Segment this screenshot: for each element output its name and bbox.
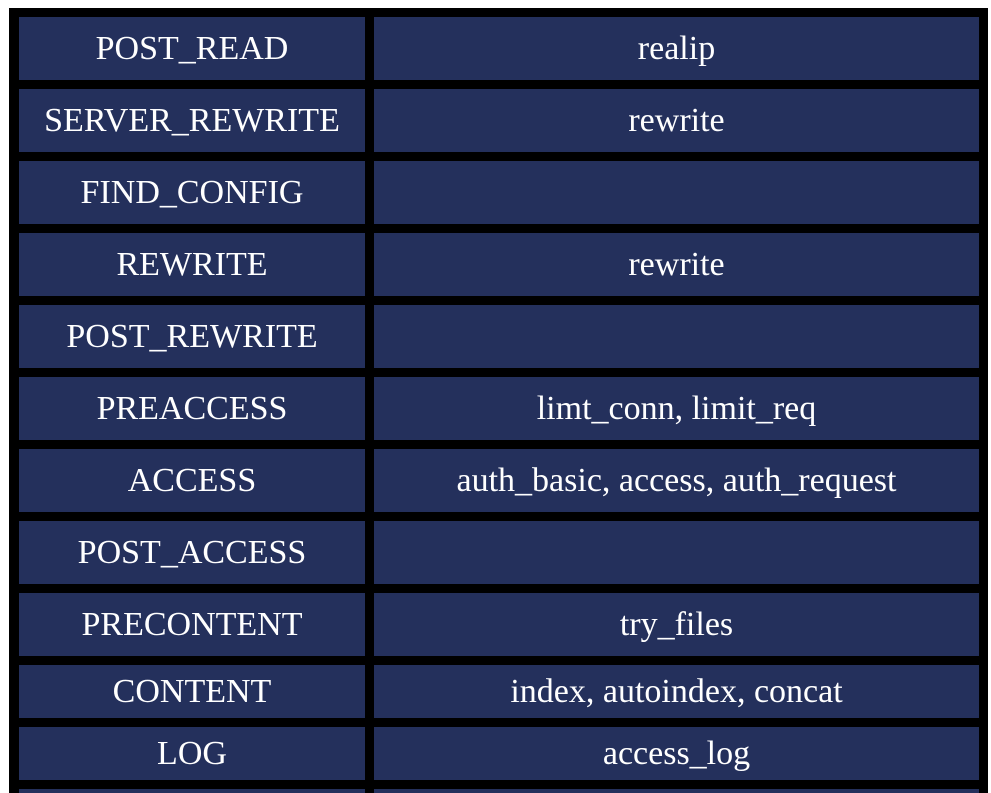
modules-cell: index, autoindex, concat [374,665,979,718]
column-divider [365,17,374,80]
column-divider [365,305,374,368]
modules-cell: realip [374,17,979,80]
modules-cell: rewrite [374,233,979,296]
phase-name-cell [19,789,365,793]
modules-cell [374,161,979,224]
table-row: FIND_CONFIG [9,152,988,224]
phase-name-cell: POST_READ [19,17,365,80]
phase-name-cell: PRECONTENT [19,593,365,656]
table-row: POST_ACCESS [9,512,988,584]
modules-cell: access_log [374,727,979,780]
phase-name-cell: FIND_CONFIG [19,161,365,224]
modules-cell: rewrite [374,89,979,152]
column-divider [365,593,374,656]
phase-name-cell: POST_REWRITE [19,305,365,368]
column-divider [365,727,374,780]
phase-name-cell: PREACCESS [19,377,365,440]
column-divider [365,161,374,224]
column-divider [365,789,374,793]
modules-cell: try_files [374,593,979,656]
modules-cell [374,521,979,584]
modules-cell [374,789,979,793]
modules-cell: auth_basic, access, auth_request [374,449,979,512]
phase-name-cell: CONTENT [19,665,365,718]
phase-name-cell: REWRITE [19,233,365,296]
modules-cell: limt_conn, limit_req [374,377,979,440]
column-divider [365,233,374,296]
phase-name-cell: POST_ACCESS [19,521,365,584]
phase-name-cell: SERVER_REWRITE [19,89,365,152]
modules-cell [374,305,979,368]
column-divider [365,521,374,584]
column-divider [365,665,374,718]
table-row [9,780,988,793]
column-divider [365,89,374,152]
phase-name-cell: LOG [19,727,365,780]
phase-name-cell: ACCESS [19,449,365,512]
table-row: POST_REWRITE [9,296,988,368]
column-divider [365,449,374,512]
column-divider [365,377,374,440]
